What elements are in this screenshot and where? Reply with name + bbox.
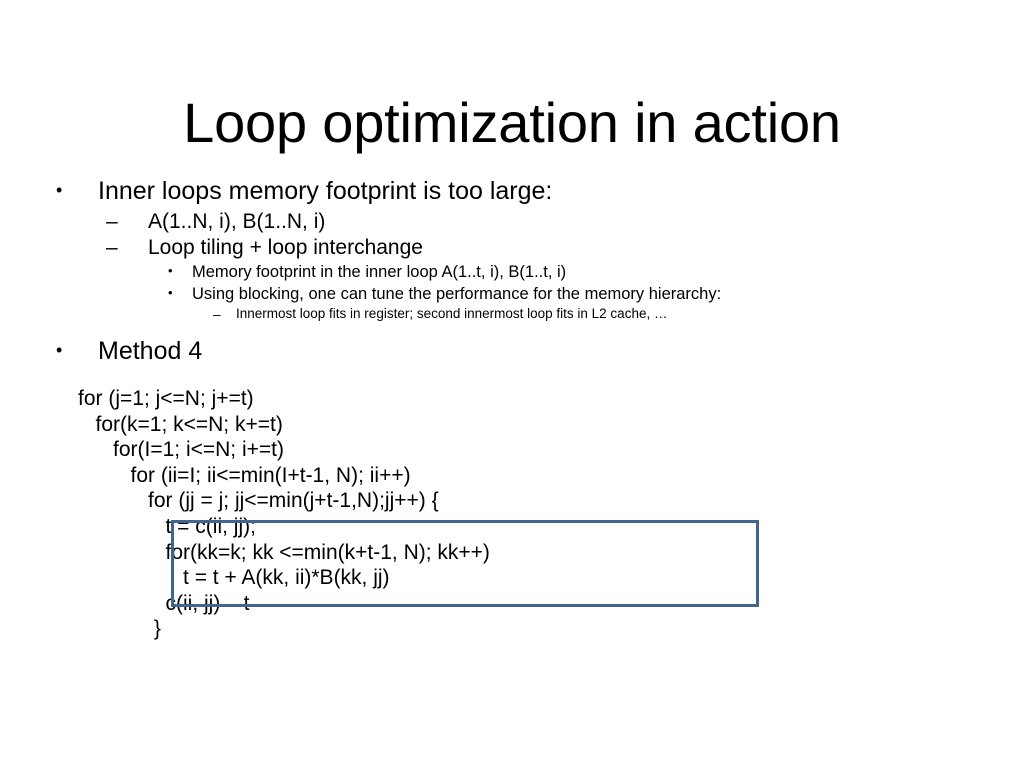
page-title: Loop optimization in action bbox=[183, 90, 841, 154]
bullet-marker-dot: • bbox=[56, 340, 63, 361]
code-line: for(kk=k; kk <=min(k+t-1, N); kk++) bbox=[78, 540, 490, 564]
code-line: for(I=1; i<=N; i+=t) bbox=[78, 438, 285, 462]
bullet-level2-arrays: – A(1..N, i), B(1..N, i) bbox=[56, 209, 976, 235]
code-line: for (ii=I; ii<=min(I+t-1, N); ii++) bbox=[78, 463, 411, 487]
bullet-marker-dot: • bbox=[56, 180, 63, 200]
code-line: for (j=1; j<=N; j+=t) bbox=[78, 387, 254, 410]
code-line: for (jj = j; jj<=min(j+t-1,N);jj++) { bbox=[78, 489, 439, 513]
bullet-list: • Inner loops memory footprint is too la… bbox=[56, 176, 976, 369]
bullet-text: Memory footprint in the inner loop A(1..… bbox=[192, 262, 567, 281]
bullet-marker-dot-small: • bbox=[168, 284, 173, 300]
bullet-text: Using blocking, one can tune the perform… bbox=[192, 284, 722, 303]
bullet-marker-dot-small: • bbox=[168, 262, 173, 278]
bullet-text: A(1..N, i), B(1..N, i) bbox=[148, 209, 326, 233]
bullet-marker-dash: – bbox=[106, 209, 118, 233]
bullet-marker-dash-small: – bbox=[213, 306, 221, 322]
code-listing: for (j=1; j<=N; j+=t) for(k=1; k<=N; k+=… bbox=[78, 386, 978, 642]
bullet-level1-inner-loops: • Inner loops memory footprint is too la… bbox=[56, 176, 976, 207]
code-line: c(ii, jj) – t bbox=[78, 591, 250, 615]
bullet-marker-dash: – bbox=[106, 236, 118, 260]
bullet-level3-memory-footprint: • Memory footprint in the inner loop A(1… bbox=[56, 262, 976, 282]
code-line: t = t + A(kk, ii)*B(kk, jj) bbox=[78, 566, 390, 590]
code-line: t = c(ii, jj); bbox=[78, 514, 256, 538]
bullet-text: Method 4 bbox=[98, 337, 203, 366]
bullet-text: Innermost loop fits in register; second … bbox=[236, 305, 668, 321]
bullet-level2-loop-tiling: – Loop tiling + loop interchange bbox=[56, 235, 976, 261]
bullet-level3-using-blocking: • Using blocking, one can tune the perfo… bbox=[56, 284, 976, 304]
bullet-level1-method-4: • Method 4 bbox=[56, 336, 976, 367]
code-line: } bbox=[78, 617, 161, 641]
bullet-level4-innermost-loop: – Innermost loop fits in register; secon… bbox=[56, 306, 976, 322]
bullet-text: Loop tiling + loop interchange bbox=[148, 236, 423, 260]
bullet-text: Inner loops memory footprint is too larg… bbox=[98, 177, 553, 205]
code-line: for(k=1; k<=N; k+=t) bbox=[78, 412, 283, 436]
